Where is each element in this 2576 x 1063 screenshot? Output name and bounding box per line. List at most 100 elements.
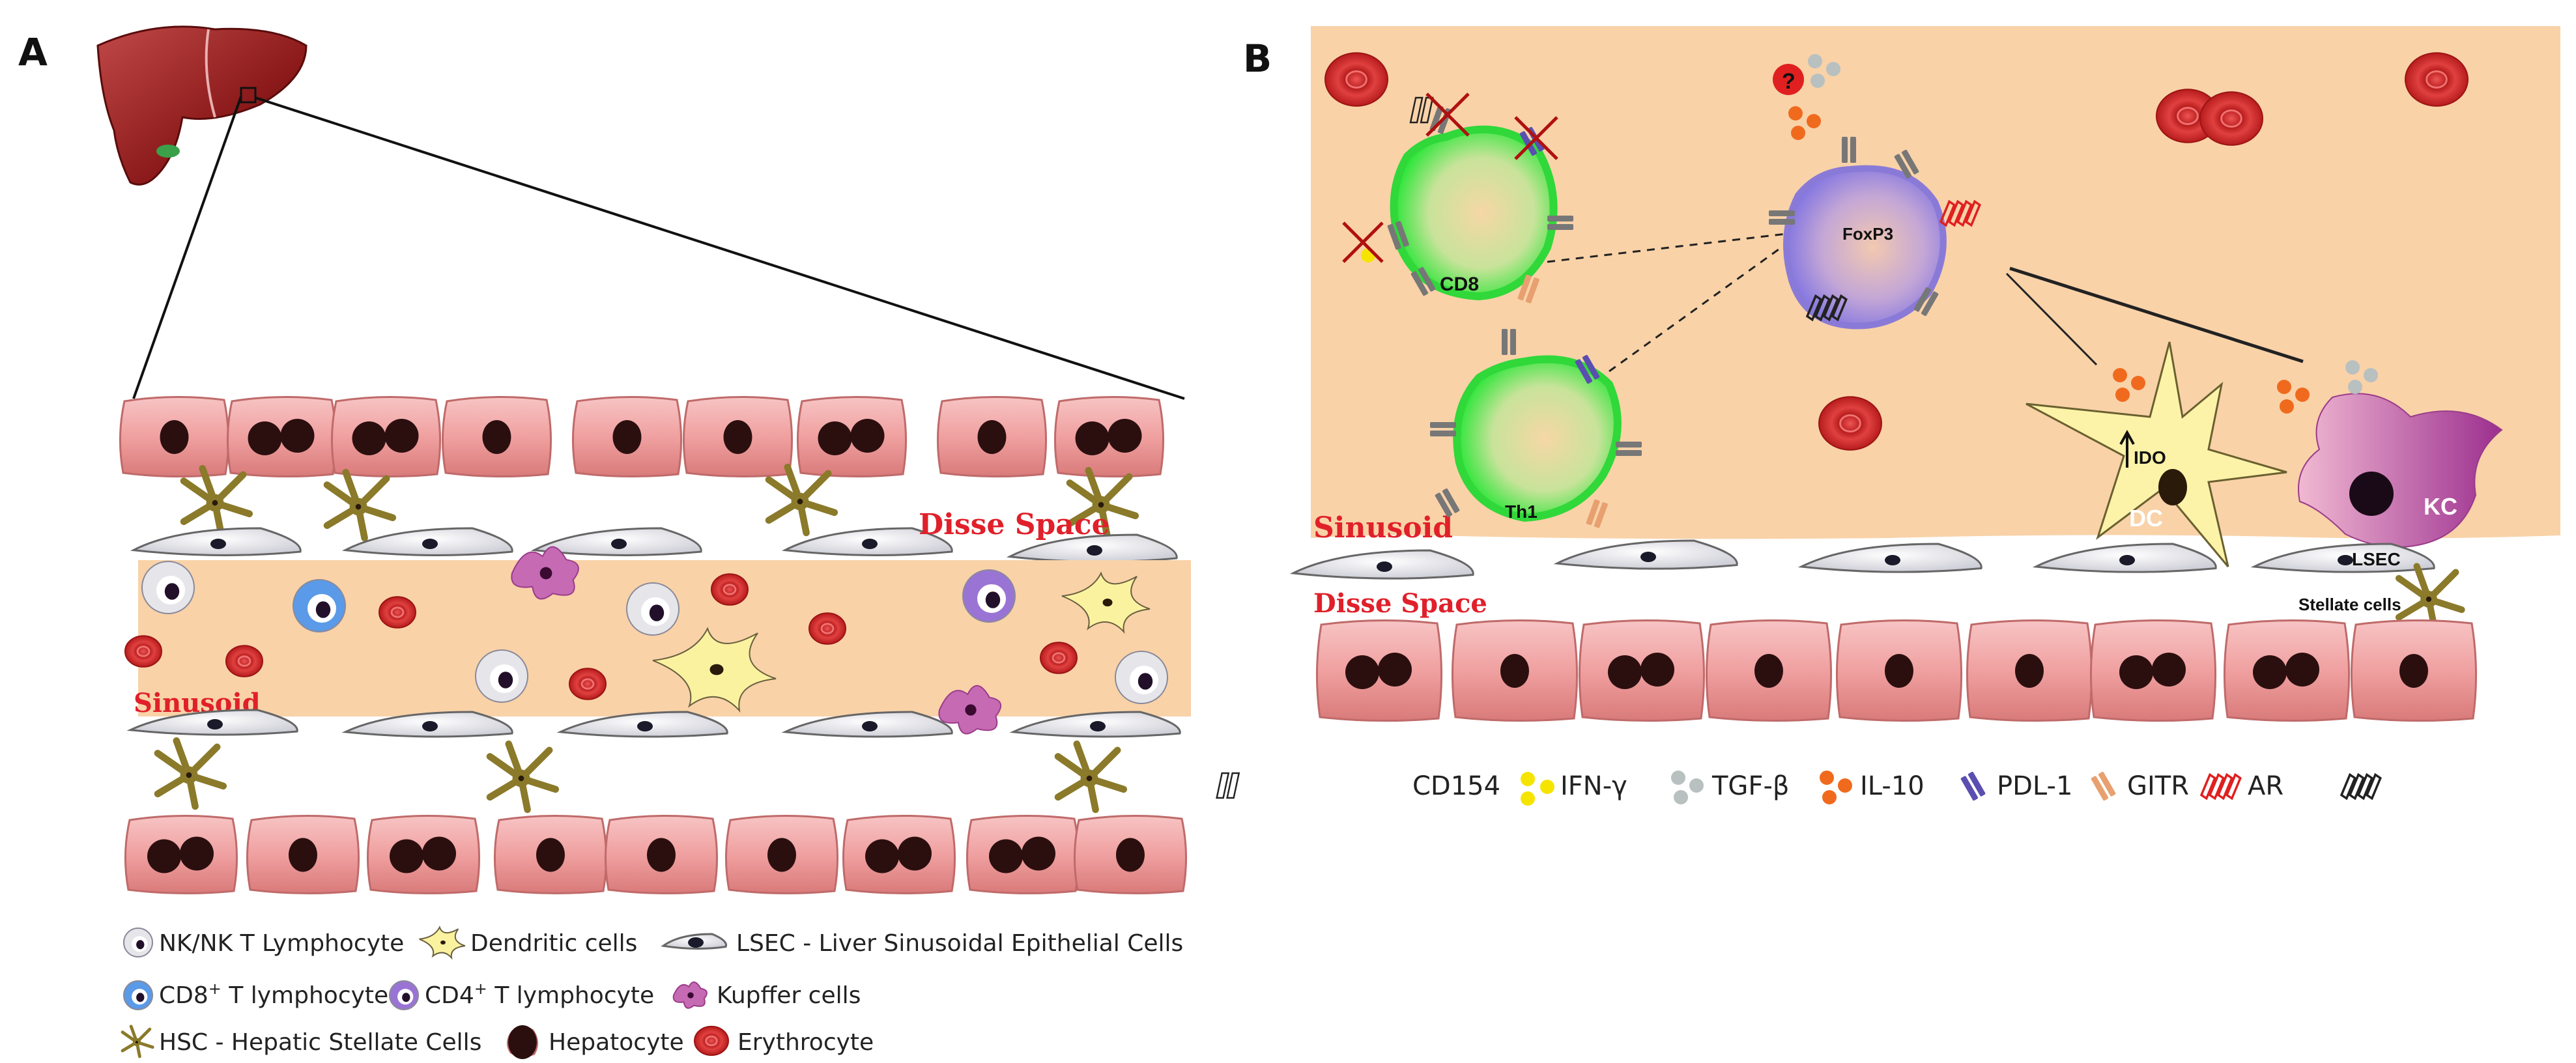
dc-il10-dot (2113, 368, 2127, 382)
legend-cd4-sup: + (474, 980, 487, 998)
hepatocyte-nucleus (2253, 655, 2287, 689)
legend-pdl1-symbol (1960, 771, 1986, 801)
stellate-nucleus (186, 772, 192, 778)
hepatocyte-nucleus (1022, 836, 1055, 871)
sinusoid-band (138, 560, 1191, 716)
hepatocyte (507, 1025, 538, 1059)
dendritic-cell (419, 925, 466, 960)
erythrocyte (225, 645, 263, 677)
blocked-x-icon (1425, 92, 1470, 137)
hepatocyte-nucleus (508, 1025, 537, 1059)
cd8-receptor-bar (1547, 216, 1573, 221)
hepatocyte (1966, 619, 2093, 722)
zoom-line (132, 96, 242, 399)
kc-label: KC (2424, 493, 2457, 520)
hepatocyte-nucleus (647, 838, 676, 872)
treg-cd154-loop (1831, 294, 1848, 322)
legend-cd4-suffix: T lymphocyte (487, 982, 654, 1009)
erythrocyte-body (2405, 52, 2469, 107)
blocked-x-icon (1342, 221, 1384, 263)
cd8-gitr-bar (1525, 277, 1539, 304)
lsec-nucleus (688, 937, 704, 948)
kupffer-cell (511, 546, 579, 600)
hepatocyte (1835, 619, 1963, 722)
hepatocyte (1053, 395, 1165, 478)
hepatocyte (441, 395, 552, 478)
dc-il10 (2113, 368, 2145, 402)
treg-receptor-bar (1850, 137, 1856, 163)
legend-lsec-label: LSEC - Liver Sinusoidal Epithelial Cells (736, 930, 1183, 957)
treg-cd154 (1805, 294, 1848, 322)
hepatocyte (936, 395, 1048, 478)
interaction-line-solid (2009, 266, 2304, 363)
hepatocyte-nucleus (536, 838, 565, 872)
legend-tgf-symbol (1671, 771, 1704, 804)
hepatocyte (330, 395, 442, 478)
th1-receptor (1616, 442, 1642, 456)
lsec-nucleus (862, 721, 878, 731)
stellate-nucleus (136, 1041, 138, 1043)
legend-cd154-symbol-bar (1216, 772, 1230, 799)
legend-il10-symbol (1820, 771, 1852, 804)
legend-nk-symbol (123, 928, 153, 957)
legend-dendritic-label: Dendritic cells (470, 930, 637, 957)
stellate-cell (154, 737, 227, 810)
legend-tgf-symbol-dot (1671, 771, 1685, 785)
dendritic-cell (652, 627, 777, 713)
stellate-cell (2395, 563, 2465, 633)
legend-il10-symbol-dot (1822, 790, 1837, 804)
erythrocyte-b (1324, 52, 1388, 107)
legend-kupffer-label: Kupffer cells (717, 982, 861, 1009)
hepatocyte-nucleus (1608, 655, 1642, 689)
legend-black-receptor-symbol (2340, 772, 2382, 801)
hepatocyte-nucleus (612, 420, 642, 454)
erythrocyte-center (1839, 414, 1861, 432)
cd8-receptor (1387, 221, 1409, 250)
erythrocyte-center (723, 584, 737, 595)
stellate-nucleus (1098, 502, 1104, 508)
treg-body (1783, 165, 1947, 330)
lsec-nucleus (207, 719, 223, 730)
dc-label: DC (2129, 505, 2163, 532)
hepatocyte-nucleus (289, 838, 317, 872)
cd8-receptor-bar (1395, 221, 1409, 247)
erythrocyte-body (1040, 642, 1078, 674)
hepatocyte (246, 814, 360, 895)
cd8-receptor (1547, 216, 1573, 230)
erythrocyte-center (2426, 70, 2448, 89)
legend-cd154-symbol (1216, 772, 1240, 799)
hepatocyte-nucleus (384, 419, 419, 453)
panel-a-label: A (18, 30, 48, 74)
lsec-nucleus (1090, 721, 1106, 731)
hepatocyte-nucleus (280, 419, 315, 453)
th1-pdl1-bar (1582, 354, 1600, 380)
legend-black-receptor-symbol-loop (2365, 772, 2382, 801)
th1-receptor (1502, 329, 1516, 355)
treg-ar-loop (1956, 199, 1973, 227)
lsec-nucleus (1885, 555, 1900, 565)
nk-cell (1115, 651, 1168, 704)
legend-gitr-label: GITR (2127, 771, 2189, 801)
hepatocyte-nucleus (767, 838, 796, 872)
legend-ar-symbol-loop (2216, 772, 2233, 801)
kc-body (2298, 393, 2503, 548)
hepatocyte-nucleus (1500, 654, 1529, 688)
treg-foxp3-label: FoxP3 (1842, 224, 1893, 244)
kupffer-nucleus (687, 992, 694, 999)
lsec-nucleus (862, 539, 878, 549)
cd8-receptor-bar (1547, 224, 1573, 230)
lsec-cell (1289, 549, 1474, 580)
lsec-nucleus (422, 721, 438, 731)
erythrocyte-body (569, 668, 607, 700)
cd4-cell-nucleus (985, 591, 1001, 608)
dc-body (2025, 341, 2287, 567)
treg-cd154-loop (1814, 294, 1831, 322)
ido-up-arrow-icon (2119, 429, 2135, 468)
erythrocyte-center (390, 606, 405, 618)
hepatocyte (966, 814, 1080, 895)
disse-space-label-b: Disse Space (1313, 588, 1487, 619)
legend-ar-label: AR (2248, 771, 2283, 801)
hepatocyte-nucleus (1378, 653, 1412, 687)
sinusoid-label-b: Sinusoid (1313, 511, 1453, 545)
